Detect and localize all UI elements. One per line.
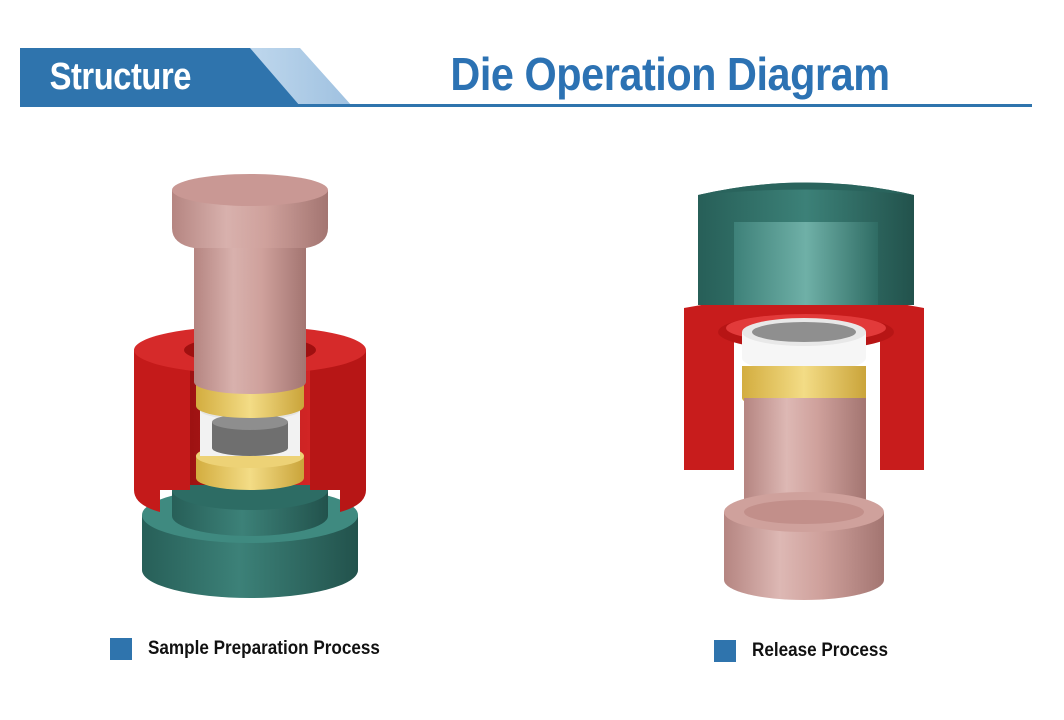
- banner-blue-tab: [20, 48, 300, 106]
- lower-punch: [724, 398, 884, 600]
- die-assembly-release-illustration: [684, 182, 924, 600]
- header-underline: [20, 104, 1032, 107]
- caption-marker-square: [110, 638, 132, 660]
- caption-text: Sample Preparation Process: [148, 638, 380, 659]
- header-banner: [20, 48, 1032, 107]
- section-label: Structure: [49, 56, 192, 98]
- figure-release: [672, 160, 942, 610]
- caption-sample-preparation: Sample Preparation Process: [110, 636, 406, 662]
- die-assembly-closed-illustration: [134, 174, 366, 598]
- header: Structure Die Operation Diagram: [0, 0, 1064, 120]
- page-title: Die Operation Diagram: [450, 48, 890, 100]
- caption-release: Release Process: [714, 638, 903, 664]
- figure-sample-preparation: [120, 160, 380, 610]
- caption-text: Release Process: [752, 640, 888, 661]
- upper-punch: [172, 174, 328, 394]
- released-sample: [742, 318, 866, 372]
- caption-marker-square: [714, 640, 736, 662]
- release-cap: [698, 182, 914, 305]
